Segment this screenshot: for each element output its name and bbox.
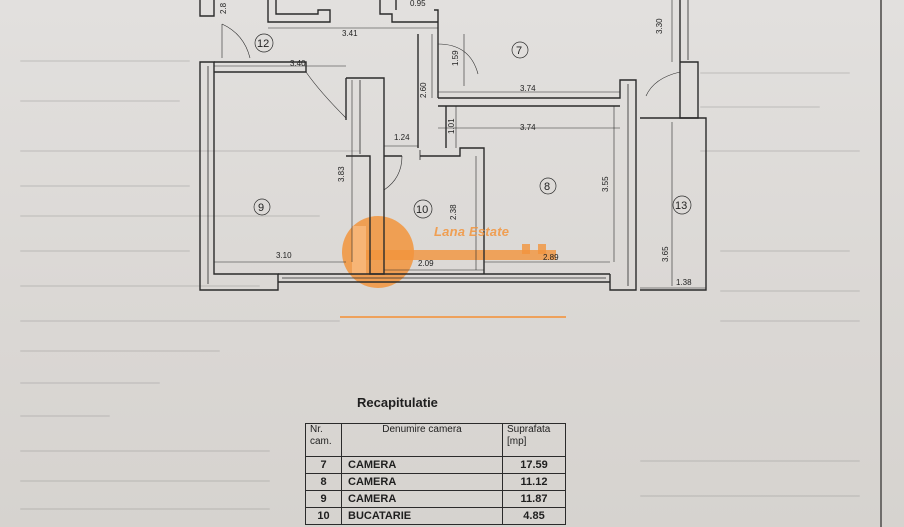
ghost-line [20,60,190,62]
ghost-line [20,480,270,482]
watermark-underline [340,316,566,318]
svg-text:9: 9 [258,202,264,214]
row-name: CAMERA [341,456,503,474]
table-row: 8 CAMERA 11.12 [305,473,566,491]
dimension-label: 1.38 [676,278,692,287]
ghost-line [20,415,110,417]
dimension-label: 2.09 [418,259,434,268]
room-marker-12: 12 [254,33,274,53]
wall [679,0,699,119]
recap-table-header: Nr. cam. Denumire camera Suprafata [mp] [305,423,566,457]
ghost-line [700,106,820,108]
dimension-label: 2.89 [543,253,559,262]
watermark-key-tooth [522,244,530,254]
dimension-label: 3.40 [290,59,306,68]
dimension-label: 1.59 [451,50,460,66]
ghost-line [20,150,360,152]
page-margin-line [880,0,882,527]
header-nr: Nr. cam. [305,423,342,457]
ghost-line [20,508,270,510]
wall [214,61,307,73]
table-row: 7 CAMERA 17.59 [305,456,566,474]
dimension-label: 3.30 [655,18,664,34]
wall [434,9,439,30]
dimension-label: 3.10 [276,251,292,260]
ghost-line [700,72,850,74]
table-row: 10 BUCATARIE 4.85 [305,507,566,525]
row-nr: 8 [305,473,342,491]
room-marker-13: 13 [672,195,692,215]
wall [267,0,331,23]
row-area: 17.59 [502,456,566,474]
dimension-label: 3.83 [337,166,346,182]
header-area: Suprafata [mp] [502,423,566,457]
row-name: BUCATARIE [341,507,503,525]
watermark-key-bit [352,226,366,274]
recap-title: Recapitulatie [357,395,438,410]
door-arc [305,71,347,119]
dimension-label: 3.74 [520,84,536,93]
wall [199,0,215,17]
door-arc [645,71,681,97]
dimension-label: 1.24 [394,133,410,142]
svg-text:13: 13 [675,200,687,212]
svg-text:12: 12 [257,38,269,50]
watermark-key-shaft [366,250,556,260]
room-marker-7: 7 [511,41,529,59]
row-name: CAMERA [341,473,503,491]
dimension-label: 2.8 [219,2,228,14]
ghost-line [720,320,860,322]
ghost-line [720,290,860,292]
ghost-line [20,285,260,287]
ghost-line [20,382,160,384]
ghost-line [640,495,860,497]
dimension-label: 3.74 [520,123,536,132]
svg-text:7: 7 [516,45,522,57]
svg-text:8: 8 [544,181,550,193]
row-area: 11.87 [502,490,566,508]
ghost-line [20,450,270,452]
ghost-line [20,320,340,322]
room-marker-10: 10 [413,199,433,219]
dimension-label: 0.95 [410,0,426,8]
ghost-line [720,250,850,252]
row-area: 11.12 [502,473,566,491]
ghost-line [20,250,190,252]
dimension-label: 2.38 [449,204,458,220]
watermark-key-tooth [538,244,546,254]
wall [438,79,637,291]
row-nr: 7 [305,456,342,474]
room-marker-9: 9 [253,198,271,216]
wall [199,61,279,291]
dimension-label: 3.55 [601,176,610,192]
ghost-line [700,150,860,152]
ghost-line [20,215,320,217]
door-arc [383,155,403,191]
ghost-line [640,460,860,462]
ghost-line [20,350,220,352]
door-arc [221,23,251,59]
svg-text:10: 10 [416,204,428,216]
wall [640,117,707,291]
header-name: Denumire camera [341,423,503,457]
table-row: 9 CAMERA 11.87 [305,490,566,508]
ghost-line [20,185,190,187]
dimension-label: 1.01 [447,118,456,134]
wall [379,0,438,23]
ghost-line [20,100,180,102]
room-marker-8: 8 [539,177,557,195]
row-nr: 10 [305,507,342,525]
row-nr: 9 [305,490,342,508]
row-area: 4.85 [502,507,566,525]
recap-table: Nr. cam. Denumire camera Suprafata [mp] … [305,423,566,525]
dimension-label: 3.65 [661,246,670,262]
dimension-label: 3.41 [342,29,358,38]
row-name: CAMERA [341,490,503,508]
watermark-text: Lana Estate [434,224,510,239]
wall [420,147,485,274]
dimension-label: 2.60 [419,82,428,98]
